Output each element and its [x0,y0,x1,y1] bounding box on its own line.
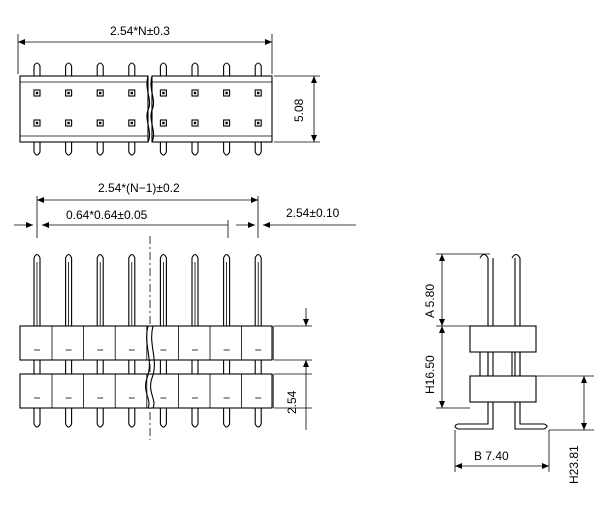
front-row-1 [19,325,273,361]
top-pin [65,62,73,156]
top-pin [223,62,231,156]
top-pin [96,62,104,156]
top-body-right [151,75,273,143]
front-pin [191,253,211,428]
front-pin [33,253,53,428]
top-pin [191,62,199,156]
top-pin [159,62,167,156]
top-view: 2.54*N±0.3 5.08 [17,24,320,156]
side-body-upper [469,325,537,353]
top-pins [33,62,262,156]
side-a-label: A 5.80 [423,284,437,318]
front-pins [33,253,274,428]
front-pin [223,253,243,428]
top-width-label: 2.54*N±0.3 [110,24,170,38]
side-b-label: B 7.40 [474,449,509,463]
front-pin [96,253,116,428]
front-row-spacing-label: 2.54 [285,390,299,414]
top-pin [254,62,262,156]
top-height-label: 5.08 [292,98,306,122]
front-pin-size-label: 0.64*0.64±0.05 [66,208,148,222]
side-h-label: H16.50 [423,355,437,394]
front-pitch-label: 2.54±0.10 [286,206,340,220]
side-h2-label: H23.81 [567,445,581,484]
front-pin [254,253,274,428]
top-body-left [19,75,149,143]
front-pin [159,253,179,428]
top-pin [128,62,136,156]
side-body-lower [469,375,537,403]
top-pin [33,62,41,156]
front-view: 2.54*(N−1)±0.2 0.64*0.64±0.05 2.54±0.10 … [14,181,356,440]
side-view: A 5.80 H16.50 B 7.40 H23.81 [423,253,594,484]
front-pitch-total-label: 2.54*(N−1)±0.2 [98,181,180,195]
front-pin [65,253,84,428]
